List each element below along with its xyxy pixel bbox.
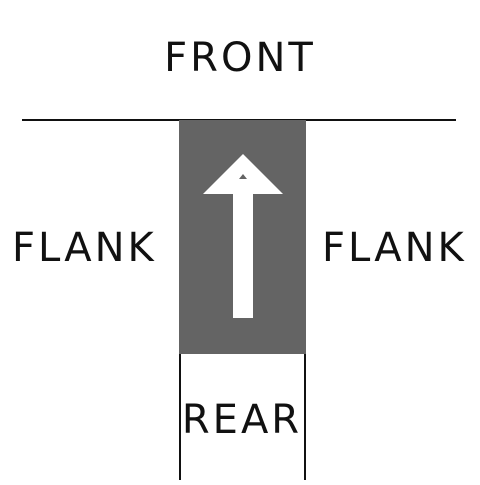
arrow-shaft bbox=[233, 190, 253, 318]
left-flank-label: FLANK bbox=[12, 225, 157, 271]
arrow-tip-mark bbox=[239, 174, 247, 179]
front-label: FRONT bbox=[164, 35, 316, 81]
right-flank-label: FLANK bbox=[322, 225, 467, 271]
rear-label: REAR bbox=[181, 397, 303, 443]
up-arrow-icon bbox=[203, 154, 283, 318]
